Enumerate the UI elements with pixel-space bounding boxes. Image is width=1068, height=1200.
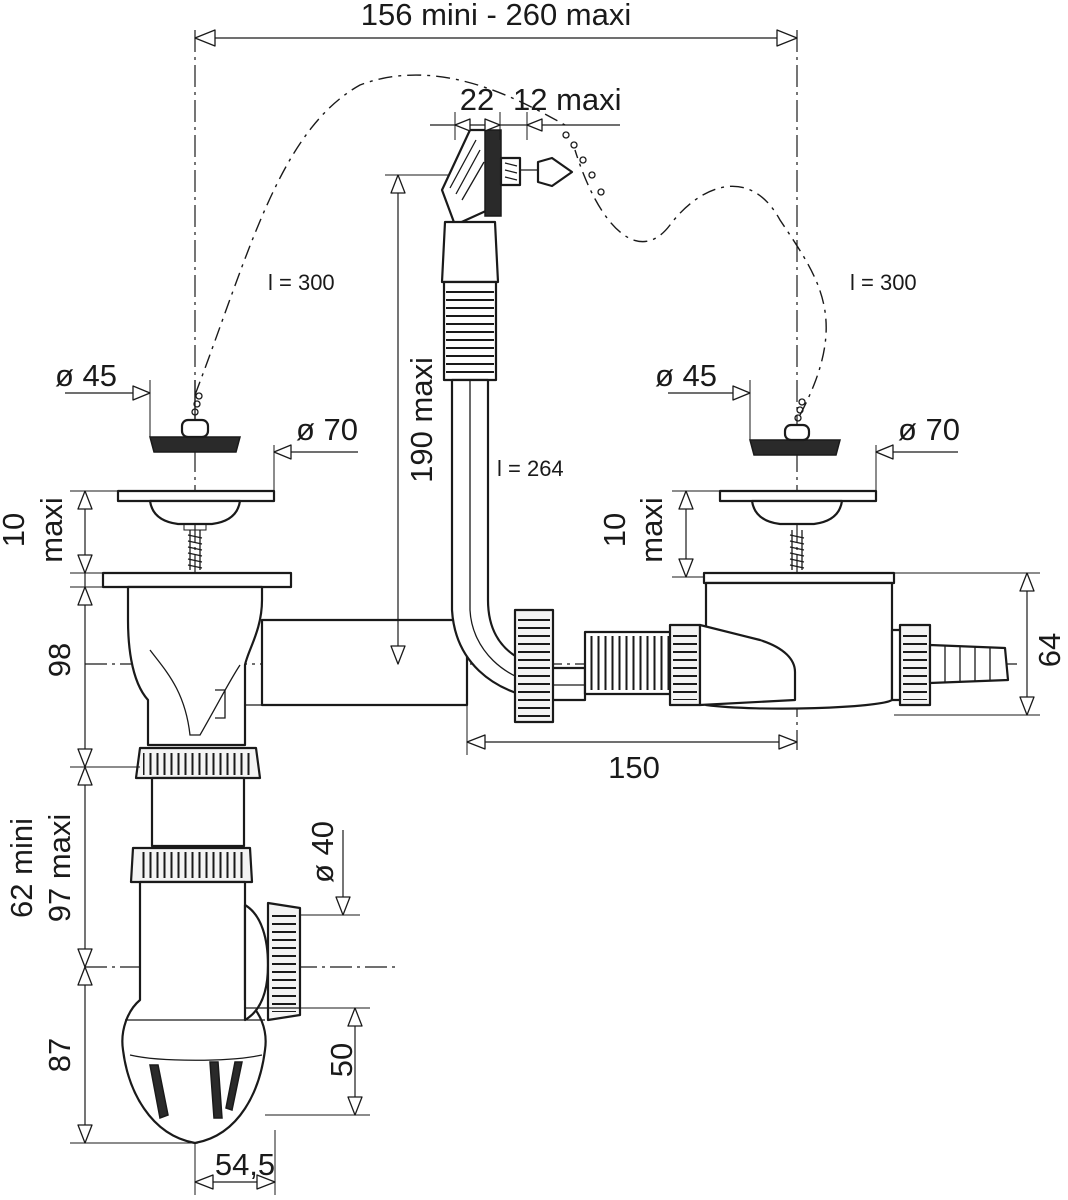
bowl-left-height-a: 10 bbox=[0, 513, 31, 547]
connector-height-label: 64 bbox=[1032, 633, 1067, 667]
right-plug bbox=[749, 398, 841, 456]
overflow-height-label: 190 maxi bbox=[404, 357, 439, 483]
connector-length-label: 150 bbox=[608, 750, 660, 785]
trap-adjust-a: 62 mini bbox=[4, 818, 39, 918]
left-strainer bbox=[116, 489, 276, 570]
trap-offset-label: 54,5 bbox=[215, 1147, 275, 1182]
bottle-trap bbox=[121, 746, 302, 1145]
strainer-left-dia-label: ø 70 bbox=[296, 412, 358, 447]
plug-right-dia-label: ø 45 bbox=[655, 358, 717, 393]
outlet-height-label: 50 bbox=[324, 1043, 359, 1077]
overflow-width-label: 22 bbox=[460, 82, 494, 117]
top-span-label: 156 mini - 260 maxi bbox=[361, 0, 632, 32]
outlet-dia-label: ø 40 bbox=[305, 821, 340, 883]
bowl-right-height-b: maxi bbox=[634, 497, 669, 562]
trap-adjust-b: 97 maxi bbox=[42, 814, 77, 923]
dimension-lines bbox=[65, 29, 1040, 1195]
overflow-hose bbox=[440, 220, 677, 702]
chain-left-label: l = 300 bbox=[268, 270, 335, 295]
strainer-right-dia-label: ø 70 bbox=[898, 412, 960, 447]
plug-left-dia-label: ø 45 bbox=[55, 358, 117, 393]
right-strainer bbox=[718, 489, 878, 570]
chain-paths bbox=[194, 74, 827, 416]
right-waste-body bbox=[698, 571, 1010, 710]
bowl-right-height-a: 10 bbox=[597, 513, 632, 547]
hose-length-label: l = 264 bbox=[497, 456, 564, 481]
chain-right-label: l = 300 bbox=[850, 270, 917, 295]
bowl-left-height-b: maxi bbox=[34, 497, 69, 562]
left-waste-body bbox=[101, 571, 469, 747]
overflow-head bbox=[440, 128, 605, 227]
overflow-clearance-label: 12 maxi bbox=[513, 82, 622, 117]
trap-height-label: 87 bbox=[42, 1038, 77, 1072]
body-height-label: 98 bbox=[42, 643, 77, 677]
left-plug bbox=[149, 380, 241, 453]
